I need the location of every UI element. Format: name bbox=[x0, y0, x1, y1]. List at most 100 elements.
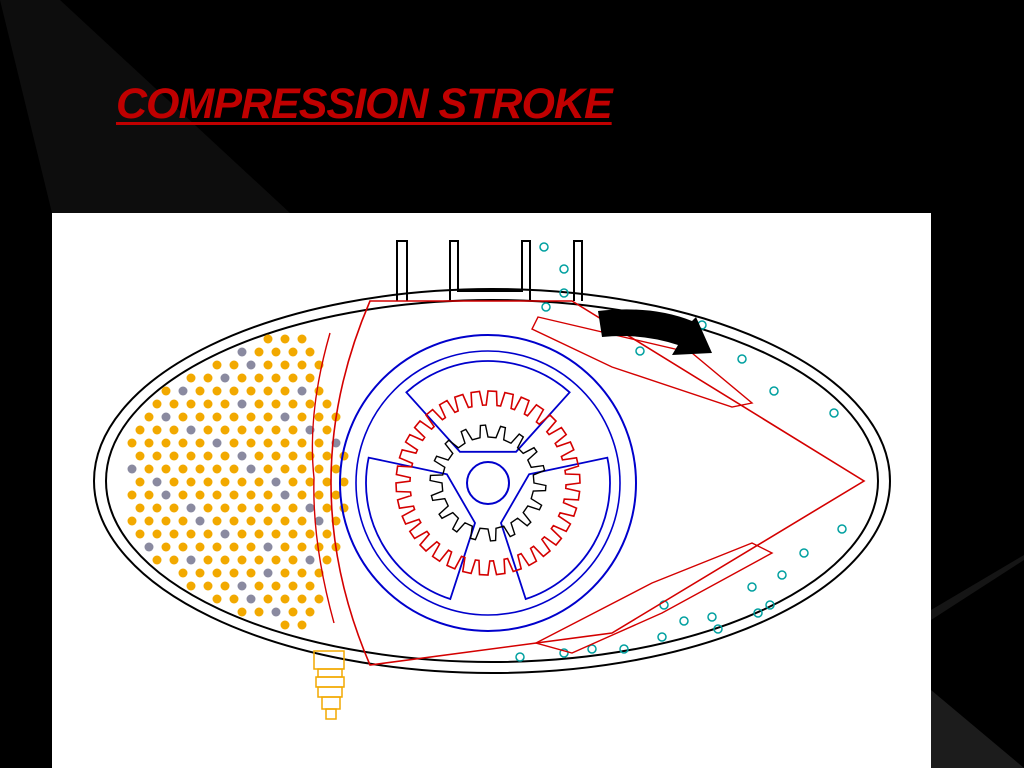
fuel-particle bbox=[322, 425, 332, 435]
fuel-particle bbox=[280, 594, 290, 604]
fuel-particle bbox=[322, 451, 332, 461]
fuel-particle bbox=[280, 360, 290, 370]
fuel-particle bbox=[212, 360, 222, 370]
fuel-particle bbox=[271, 451, 281, 461]
fuel-particle bbox=[322, 529, 332, 539]
fuel-particle bbox=[220, 451, 230, 461]
fuel-particle bbox=[220, 503, 230, 513]
exhaust-particle bbox=[737, 354, 747, 364]
fuel-particle bbox=[263, 542, 273, 552]
fuel-particle bbox=[169, 555, 179, 565]
fuel-particle bbox=[178, 464, 188, 474]
fuel-particle bbox=[322, 503, 332, 513]
intake-port-left bbox=[396, 240, 408, 301]
fuel-particle bbox=[263, 490, 273, 500]
rotor-lobe-top bbox=[405, 360, 571, 453]
fuel-particle bbox=[297, 334, 307, 344]
rotor-pocket-bottom bbox=[534, 542, 774, 654]
fuel-particle bbox=[331, 490, 341, 500]
fuel-particle bbox=[280, 412, 290, 422]
fuel-particle bbox=[263, 594, 273, 604]
fuel-particle bbox=[237, 581, 247, 591]
fuel-particle bbox=[271, 399, 281, 409]
fuel-particle bbox=[144, 542, 154, 552]
fuel-particle bbox=[229, 438, 239, 448]
fuel-particle bbox=[237, 373, 247, 383]
exhaust-particle bbox=[747, 582, 757, 592]
fuel-particle bbox=[169, 425, 179, 435]
fuel-particle bbox=[144, 490, 154, 500]
fuel-particle bbox=[288, 555, 298, 565]
exhaust-particle bbox=[539, 242, 549, 252]
fuel-particle bbox=[203, 581, 213, 591]
fuel-particle bbox=[288, 529, 298, 539]
fuel-particle bbox=[212, 542, 222, 552]
fuel-particle bbox=[186, 373, 196, 383]
fuel-particle bbox=[271, 373, 281, 383]
fuel-particle bbox=[195, 542, 205, 552]
fuel-particle bbox=[220, 373, 230, 383]
fuel-particle bbox=[254, 399, 264, 409]
exhaust-particle bbox=[777, 570, 787, 580]
fuel-particle bbox=[135, 529, 145, 539]
fuel-particle bbox=[297, 360, 307, 370]
fuel-particle bbox=[152, 399, 162, 409]
internal-gear bbox=[395, 390, 581, 576]
fuel-particle bbox=[246, 438, 256, 448]
fuel-particle bbox=[305, 555, 315, 565]
fuel-particle bbox=[297, 594, 307, 604]
fuel-particle bbox=[195, 516, 205, 526]
fuel-particle bbox=[220, 581, 230, 591]
shaft-center bbox=[466, 461, 510, 505]
fuel-particle bbox=[280, 620, 290, 630]
fuel-particle bbox=[220, 425, 230, 435]
fuel-particle bbox=[263, 360, 273, 370]
rotor-lobes bbox=[365, 360, 611, 601]
housing-outer bbox=[93, 288, 891, 674]
rotor-inner-flank bbox=[311, 332, 335, 624]
fuel-particle bbox=[271, 607, 281, 617]
fuel-particle bbox=[297, 386, 307, 396]
fuel-particle bbox=[195, 490, 205, 500]
fuel-particle bbox=[237, 451, 247, 461]
fuel-particle bbox=[229, 360, 239, 370]
housing-inner bbox=[105, 299, 879, 663]
fuel-particle bbox=[203, 373, 213, 383]
fuel-particle bbox=[246, 542, 256, 552]
fuel-particle bbox=[263, 464, 273, 474]
exhaust-particle bbox=[635, 346, 645, 356]
fuel-particle bbox=[161, 516, 171, 526]
fuel-particle bbox=[297, 568, 307, 578]
fuel-particle bbox=[144, 438, 154, 448]
fuel-particle bbox=[212, 594, 222, 604]
fuel-particle bbox=[254, 581, 264, 591]
fuel-particle bbox=[288, 607, 298, 617]
intake-port-middle bbox=[449, 240, 531, 301]
fuel-particle bbox=[203, 477, 213, 487]
fuel-particle bbox=[263, 412, 273, 422]
fuel-particle bbox=[288, 399, 298, 409]
fuel-particle bbox=[271, 347, 281, 357]
fuel-particle bbox=[152, 451, 162, 461]
fuel-particle bbox=[263, 568, 273, 578]
exhaust-particle bbox=[559, 264, 569, 274]
fuel-particle bbox=[220, 399, 230, 409]
fuel-particle bbox=[271, 581, 281, 591]
fuel-particle bbox=[161, 464, 171, 474]
fuel-particle bbox=[288, 373, 298, 383]
fuel-particle bbox=[144, 464, 154, 474]
exhaust-particles bbox=[515, 242, 847, 662]
slide-title: COMPRESSION STROKE bbox=[116, 80, 613, 128]
fuel-particle bbox=[237, 347, 247, 357]
fuel-particle bbox=[186, 503, 196, 513]
fuel-particle bbox=[203, 425, 213, 435]
fuel-particle bbox=[246, 594, 256, 604]
fuel-particle bbox=[178, 412, 188, 422]
fuel-particle bbox=[144, 412, 154, 422]
fuel-particle bbox=[254, 425, 264, 435]
fuel-particle bbox=[195, 568, 205, 578]
fuel-particle bbox=[339, 477, 349, 487]
fuel-particle bbox=[288, 503, 298, 513]
eccentric-ring-inner bbox=[355, 350, 621, 616]
